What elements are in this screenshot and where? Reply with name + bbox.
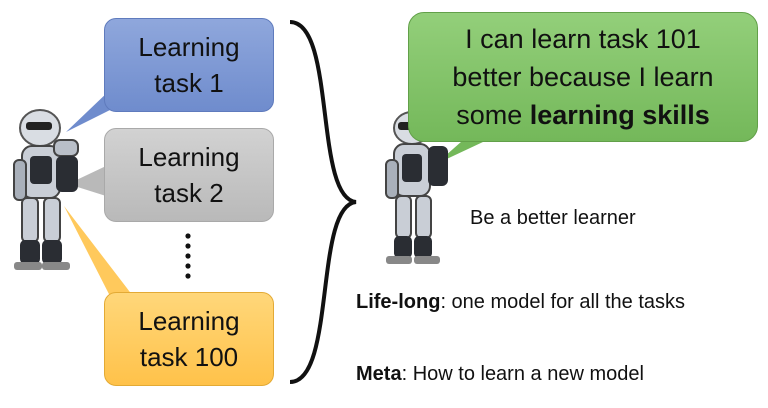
task100-line1: Learning xyxy=(138,306,240,336)
task1-line1: Learning xyxy=(138,32,240,62)
bubble-line2: better because I learn xyxy=(452,62,714,92)
learning-task-1-box: Learning task 1 xyxy=(104,18,274,112)
meta-definition: Meta: How to learn a new model xyxy=(356,360,756,388)
bubble-line1: I can learn task 101 xyxy=(465,24,701,54)
task100-line2: task 100 xyxy=(139,342,239,372)
caption-better-learner: Be a better learner xyxy=(470,207,636,229)
task2-line1: Learning xyxy=(138,142,240,172)
bubble-line3: some learning skills xyxy=(452,96,713,134)
bubble-line3-prefix: some xyxy=(456,100,530,130)
meta-text: : How to learn a new model xyxy=(401,363,644,385)
lifelong-text: : one model for all the tasks xyxy=(440,291,686,313)
learning-task-100-box: Learning task 100 xyxy=(104,292,274,386)
task2-line2: task 2 xyxy=(154,178,224,208)
task100-pointer xyxy=(64,206,136,300)
meta-term: Meta xyxy=(356,363,402,385)
lifelong-definition: Life-long: one model for all the tasks xyxy=(356,288,756,316)
task2-pointer xyxy=(68,166,106,196)
task1-line2: task 1 xyxy=(154,68,224,98)
learning-task-2-box: Learning task 2 xyxy=(104,128,274,222)
speech-bubble: I can learn task 101 better because I le… xyxy=(408,12,758,142)
lifelong-term: Life-long xyxy=(356,291,441,313)
grouping-brace xyxy=(289,20,357,384)
ellipsis-dots xyxy=(185,233,191,279)
bubble-learning-skills: learning skills xyxy=(529,100,710,130)
robot-left-icon xyxy=(13,109,79,270)
